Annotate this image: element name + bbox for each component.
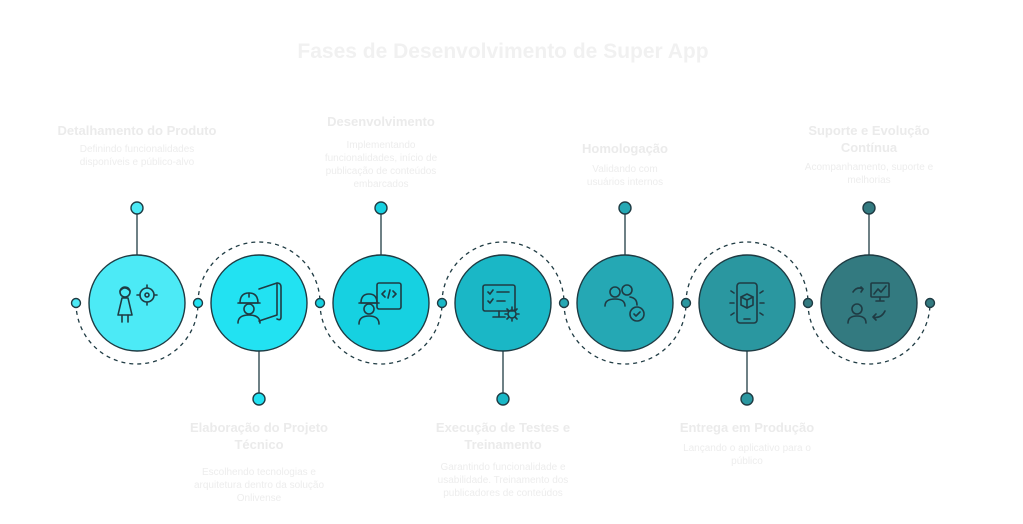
stem-dot-1 (130, 201, 144, 215)
junction-dot-3 (436, 297, 448, 309)
stem-dot-3 (374, 201, 388, 215)
step-description-4: Garantindo funcionalidade e usabilidade.… (437, 462, 569, 499)
junction-dot-7 (924, 297, 936, 309)
step-circle-7 (820, 254, 918, 352)
engineer-blueprint-icon (237, 282, 282, 324)
step-description-2: Escolhendo tecnologias e arquitetura den… (193, 467, 325, 504)
step-circle-3 (332, 254, 430, 352)
step-heading-1: Detalhamento do Produto (57, 123, 217, 138)
step-heading-2: Elaboração do Projeto Técnico (190, 420, 328, 452)
developer-code-icon (358, 282, 402, 325)
page-title: Fases de Desenvolvimento de Super App (297, 40, 709, 63)
step-label-7: Suporte e Evolução Contínua Acompanhamen… (789, 122, 949, 187)
step-description-1: Definindo funcionalidades disponíveis e … (79, 144, 195, 168)
junction-dot-6 (802, 297, 814, 309)
step-description-5: Validando com usuários internos (586, 164, 664, 188)
step-heading-7: Suporte e Evolução Contínua (808, 123, 930, 155)
step-description-6: Lançando o aplicativo para o público (683, 443, 811, 467)
junction-dot-4 (558, 297, 570, 309)
junction-dot-0 (70, 297, 82, 309)
phone-box-icon (729, 282, 765, 324)
step-label-4: Execução de Testes e Treinamento Garanti… (423, 419, 583, 500)
step-heading-4: Execução de Testes e Treinamento (435, 420, 571, 452)
step-label-5: Homologação Validando com usuários inter… (545, 140, 705, 189)
stem-dot-7 (862, 201, 876, 215)
users-check-icon (604, 284, 645, 322)
stem-dot-5 (618, 201, 632, 215)
dashed-arc-bottom-3 (563, 302, 687, 365)
step-heading-6: Entrega em Produção (679, 420, 815, 435)
support-chart-icon (847, 282, 890, 324)
step-label-1: Detalhamento do Produto Definindo funcio… (57, 122, 217, 169)
step-circle-1 (88, 254, 186, 352)
step-description-7: Acompanhamento, suporte e melhorias (804, 162, 934, 186)
step-heading-3: Desenvolvimento (327, 114, 435, 129)
dashed-arc-top-1 (197, 241, 321, 304)
junction-dot-5 (680, 297, 692, 309)
dashed-arc-top-2 (441, 241, 565, 304)
step-circle-4 (454, 254, 552, 352)
step-label-6: Entrega em Produção Lançando o aplicativ… (667, 419, 827, 468)
stem-dot-2 (252, 392, 266, 406)
checklist-gear-icon (482, 284, 520, 322)
step-label-2: Elaboração do Projeto Técnico Escolhendo… (179, 419, 339, 505)
step-label-3: Desenvolvimento Implementando funcionali… (301, 113, 461, 191)
step-description-3: Implementando funcionalidades, início de… (324, 140, 438, 190)
step-heading-5: Homologação (582, 141, 668, 156)
stem-dot-4 (496, 392, 510, 406)
dashed-arc-bottom-4 (807, 302, 931, 365)
person-target-icon (117, 284, 158, 323)
junction-dot-2 (314, 297, 326, 309)
dashed-arc-top-3 (685, 241, 809, 304)
junction-dot-1 (192, 297, 204, 309)
stem-dot-6 (740, 392, 754, 406)
dashed-arc-bottom-2 (319, 302, 443, 365)
dashed-arc-bottom-1 (75, 302, 199, 365)
